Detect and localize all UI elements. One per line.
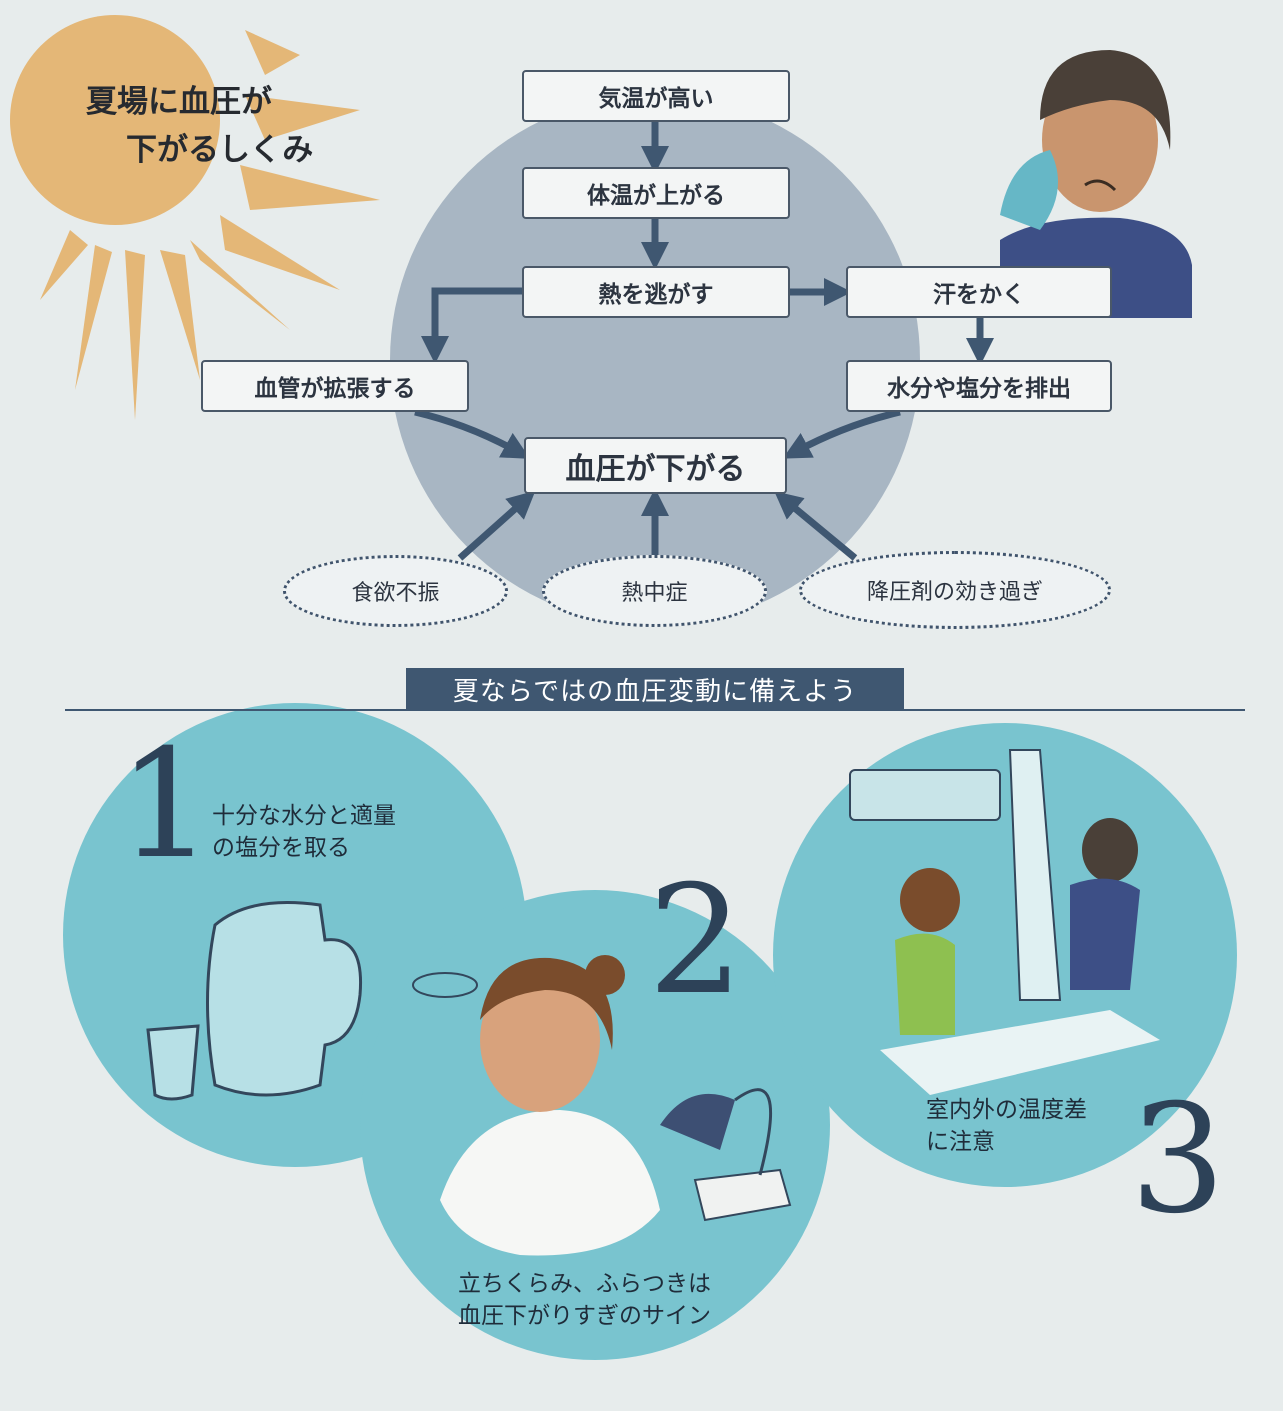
tip2-line1: 立ちくらみ、ふらつきは bbox=[458, 1271, 711, 1297]
tip1-number: 1 bbox=[118, 718, 214, 892]
box-vessels-dilate: 血管が拡張する bbox=[201, 360, 469, 412]
tip2-number: 2 bbox=[648, 854, 744, 1028]
box-temp-high: 気温が高い bbox=[522, 70, 790, 122]
diagram-title: 夏場に血圧が 下がるしくみ bbox=[86, 78, 313, 174]
tip3-line1: 室内外の温度差 bbox=[926, 1097, 1087, 1123]
banner-divider bbox=[65, 709, 1245, 711]
title-line2: 下がるしくみ bbox=[126, 132, 314, 168]
box-sweat: 汗をかく bbox=[846, 266, 1112, 318]
tip3-line2: に注意 bbox=[926, 1129, 995, 1155]
room-scene-illustration bbox=[849, 749, 1160, 1095]
tip1-text: 十分な水分と適量 の塩分を取る bbox=[212, 800, 396, 864]
title-line1: 夏場に血圧が bbox=[86, 84, 272, 120]
box-bp-down: 血圧が下がる bbox=[524, 437, 787, 494]
water-jug-illustration bbox=[146, 901, 363, 1101]
cause-oval-heatstroke: 熱中症 bbox=[542, 555, 767, 627]
tip1-line2: の塩分を取る bbox=[212, 835, 350, 861]
cause-oval-medication: 降圧剤の効き過ぎ bbox=[799, 551, 1111, 629]
bp-monitor-illustration bbox=[660, 1088, 792, 1222]
dizzy-woman-illustration bbox=[412, 955, 660, 1256]
box-body-temp-up: 体温が上がる bbox=[522, 167, 790, 219]
tip2-line2: 血圧下がりすぎのサイン bbox=[458, 1303, 711, 1329]
tip3-text: 室内外の温度差 に注意 bbox=[926, 1094, 1087, 1158]
box-excrete: 水分や塩分を排出 bbox=[846, 360, 1112, 412]
tip3-number: 3 bbox=[1130, 1073, 1226, 1247]
tip1-line1: 十分な水分と適量 bbox=[212, 803, 396, 829]
box-release-heat: 熱を逃がす bbox=[522, 266, 790, 318]
cause-oval-appetite: 食欲不振 bbox=[283, 555, 508, 627]
tip2-text: 立ちくらみ、ふらつきは 血圧下がりすぎのサイン bbox=[458, 1268, 711, 1332]
sun-icon bbox=[10, 15, 380, 420]
section-banner: 夏ならではの血圧変動に備えよう bbox=[406, 668, 904, 710]
